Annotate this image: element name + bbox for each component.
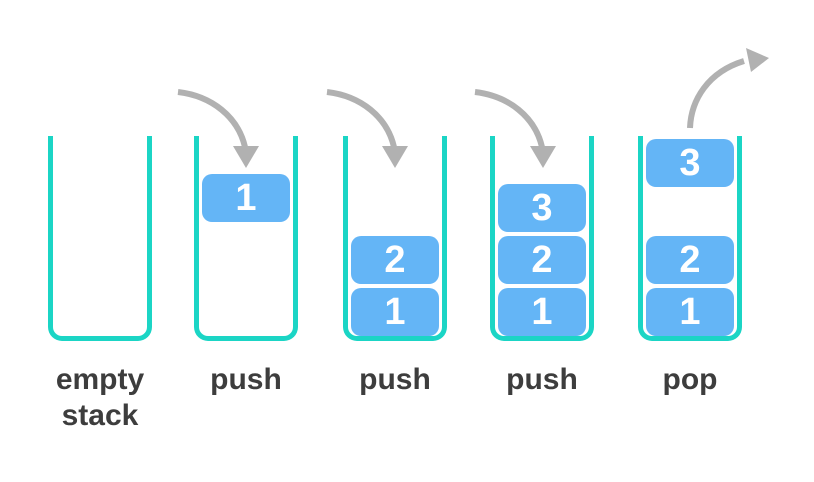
pop-arrow-icon: [687, 48, 769, 129]
stack-element: 1: [351, 288, 439, 336]
stack-container: 2 1: [343, 136, 447, 341]
stack-group-pop: 3 2 1 pop: [638, 136, 742, 396]
stack-container: 3 2 1: [638, 136, 742, 341]
stack-label: empty stack: [55, 363, 145, 432]
stack-container: 1: [194, 136, 298, 341]
stack-container: [48, 136, 152, 341]
stack-group-push-1: 1 push: [194, 136, 298, 396]
stack-group-empty: empty stack: [48, 136, 152, 432]
stack-element: 2: [498, 236, 586, 284]
stack-element: 3: [646, 139, 734, 187]
stack-group-push-2: 2 1 push: [343, 136, 447, 396]
stack-element: 2: [646, 236, 734, 284]
stack-element: 3: [498, 184, 586, 232]
stack-element: 1: [646, 288, 734, 336]
stack-element: 2: [351, 236, 439, 284]
stack-label: push: [506, 363, 578, 396]
stack-label: pop: [662, 363, 718, 396]
stack-group-push-3: 3 2 1 push: [490, 136, 594, 396]
stack-label: push: [210, 363, 282, 396]
stack-element: 1: [202, 174, 290, 222]
stack-element: 1: [498, 288, 586, 336]
stack-container: 3 2 1: [490, 136, 594, 341]
stack-label: push: [359, 363, 431, 396]
